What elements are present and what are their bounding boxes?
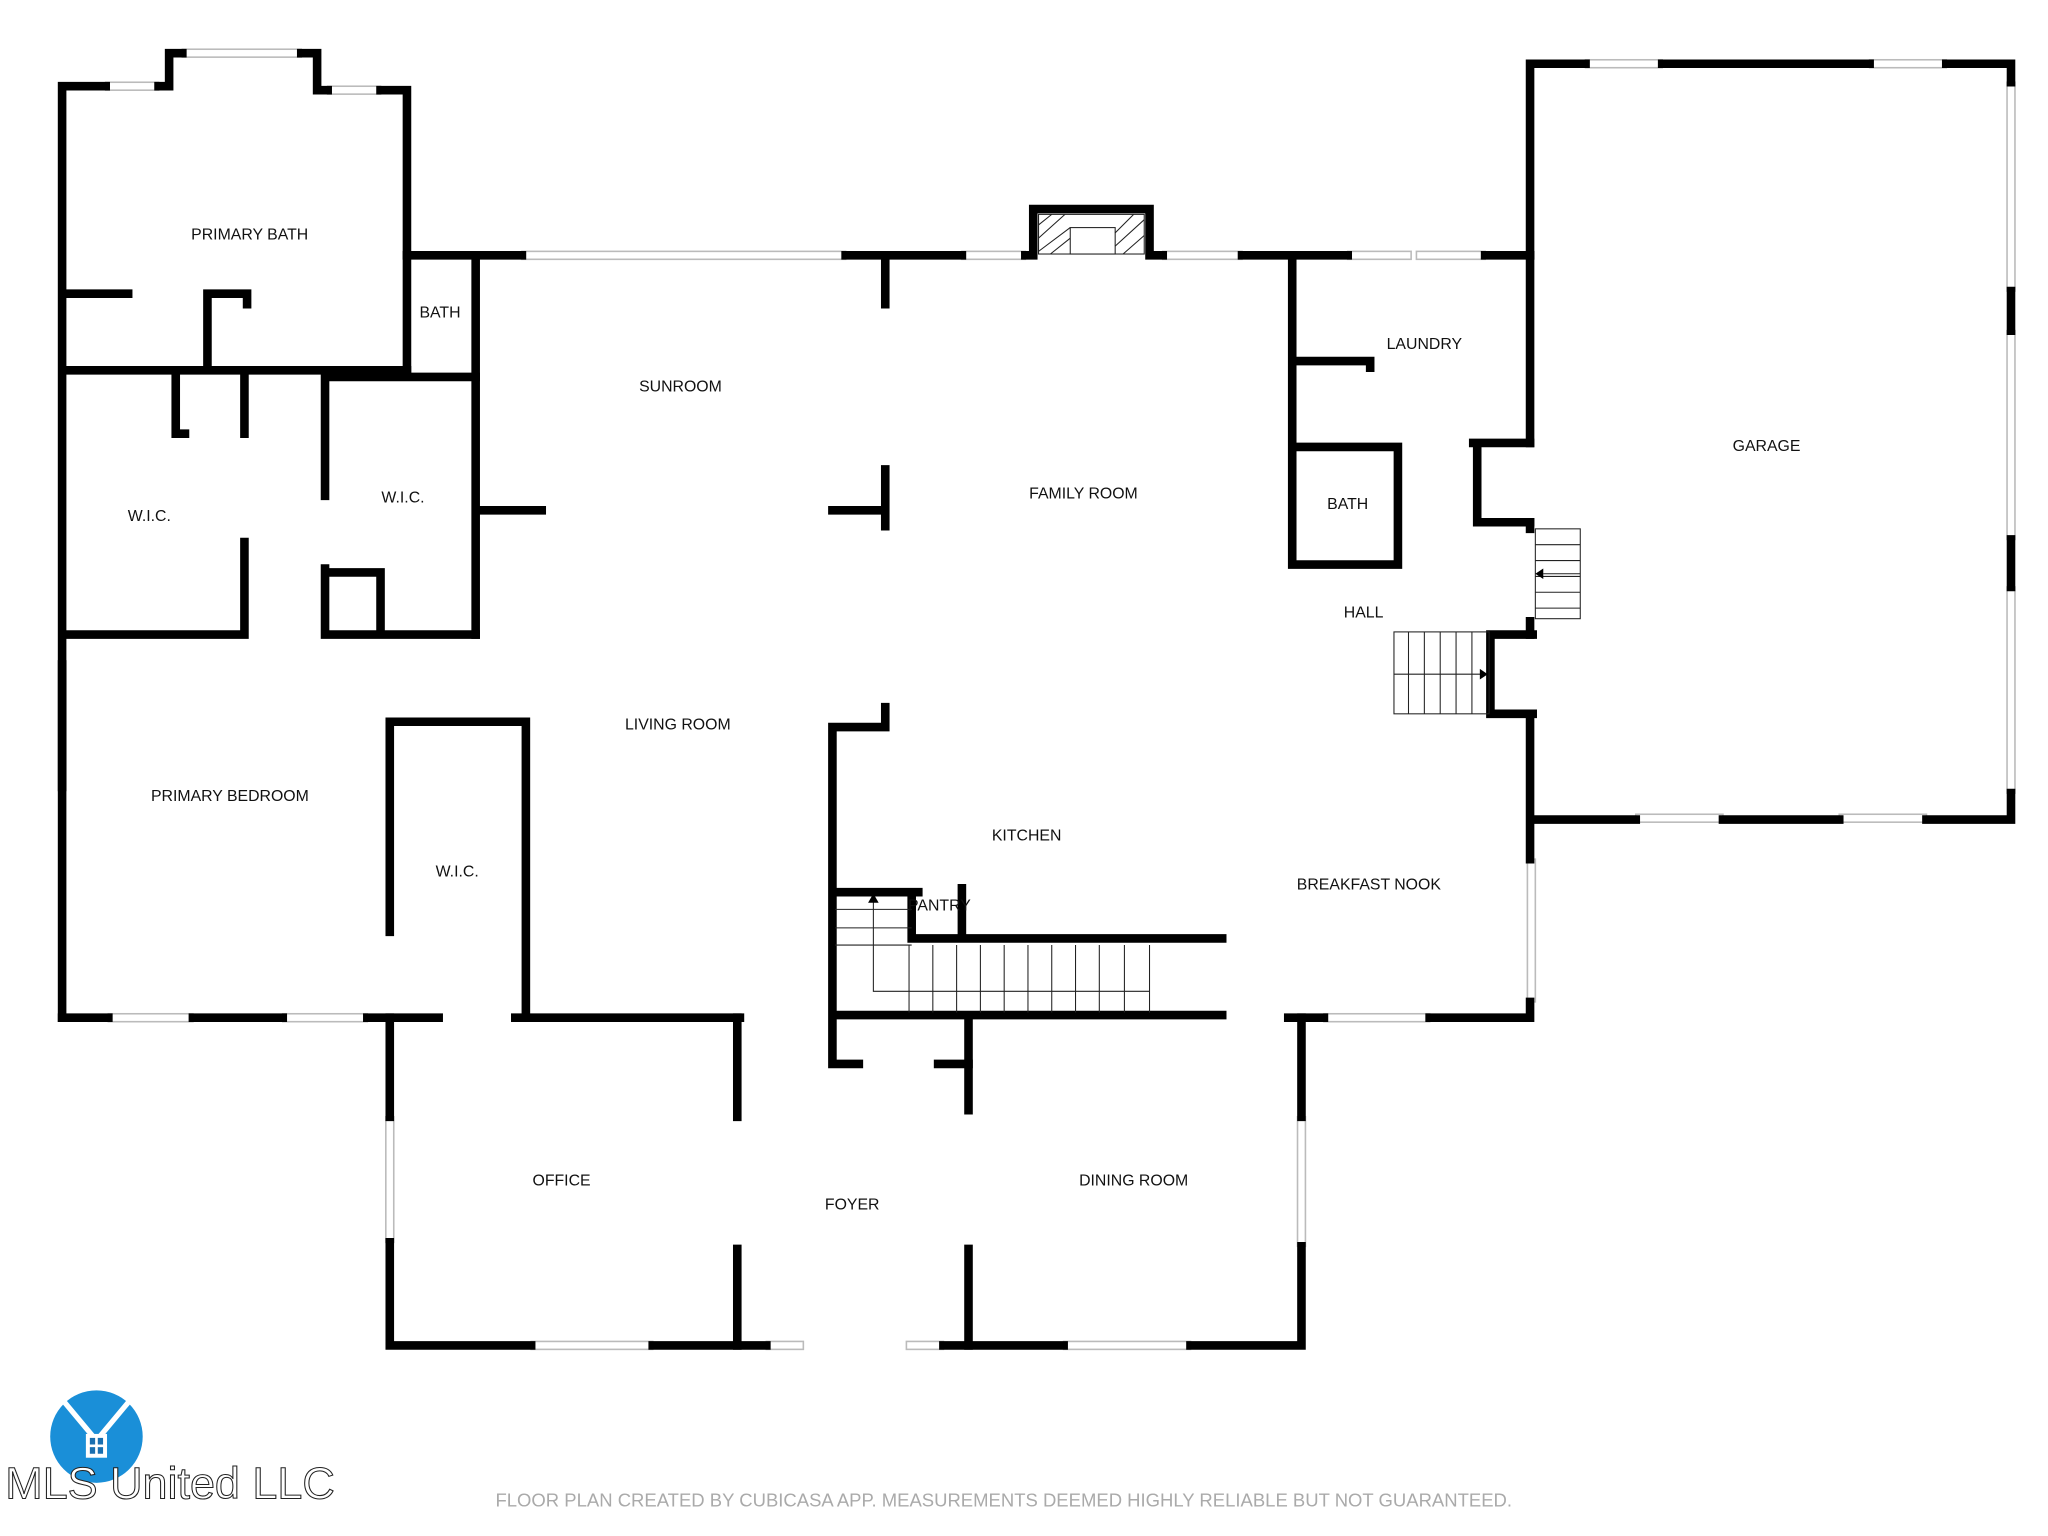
label-sunroom: SUNROOM bbox=[639, 378, 722, 395]
brand-logo: MLS United LLC bbox=[5, 1390, 335, 1509]
room-labels: PRIMARY BATH BATH SUNROOM FAMILY ROOM LA… bbox=[128, 226, 1801, 1213]
brand-watermark: MLS United LLC bbox=[5, 1458, 334, 1509]
label-wic: W.I.C. bbox=[128, 508, 171, 525]
label-primary-bedroom: PRIMARY BEDROOM bbox=[151, 788, 309, 805]
label-breakfast-nook: BREAKFAST NOOK bbox=[1297, 877, 1442, 894]
label-foyer: FOYER bbox=[825, 1196, 880, 1213]
label-dining-room: DINING ROOM bbox=[1079, 1173, 1188, 1190]
label-wic: W.I.C. bbox=[436, 863, 479, 880]
stairs-main bbox=[835, 893, 1151, 1013]
footer-disclaimer: FLOOR PLAN CREATED BY CUBICASA APP. MEAS… bbox=[495, 1490, 1512, 1511]
label-living-room: LIVING ROOM bbox=[625, 717, 731, 734]
label-bath: BATH bbox=[419, 304, 460, 321]
label-bath: BATH bbox=[1327, 496, 1368, 513]
walls bbox=[57, 48, 2016, 1350]
label-office: OFFICE bbox=[533, 1173, 591, 1190]
label-hall: HALL bbox=[1344, 604, 1384, 621]
label-family-room: FAMILY ROOM bbox=[1029, 485, 1138, 502]
garage-steps bbox=[1534, 528, 1581, 620]
label-wic: W.I.C. bbox=[381, 489, 424, 506]
label-pantry: PANTRY bbox=[908, 898, 971, 915]
label-garage: GARAGE bbox=[1733, 438, 1801, 455]
label-laundry: LAUNDRY bbox=[1387, 336, 1463, 353]
stairs-hall bbox=[1393, 631, 1490, 715]
label-kitchen: KITCHEN bbox=[992, 828, 1062, 845]
fireplace bbox=[1038, 213, 1145, 255]
label-primary-bath: PRIMARY BATH bbox=[191, 226, 308, 243]
